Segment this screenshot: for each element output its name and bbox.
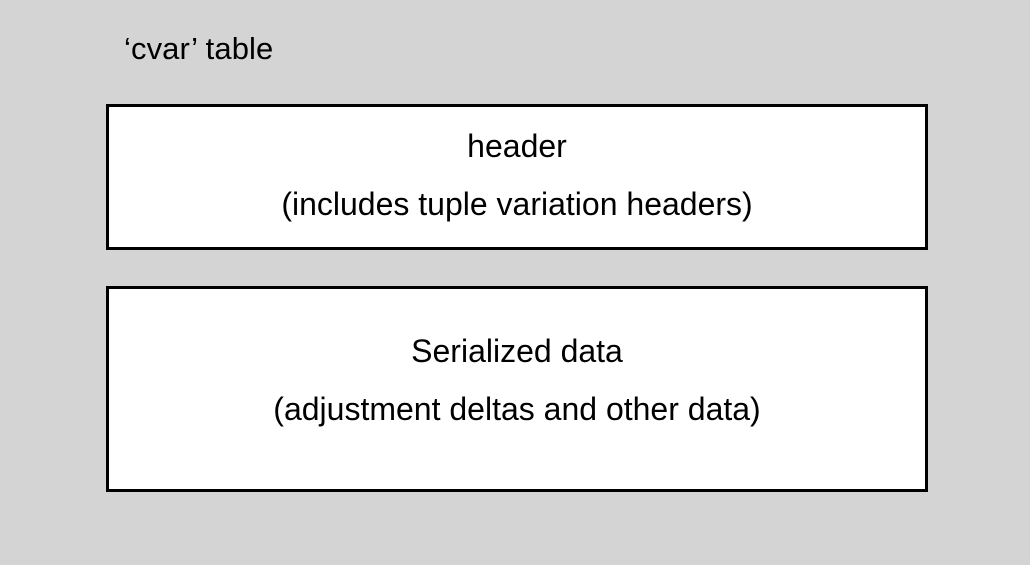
- data-block-line-1: Serialized data: [411, 333, 623, 369]
- data-block: Serialized data (adjustment deltas and o…: [106, 286, 928, 492]
- header-block-line-2: (includes tuple variation headers): [281, 186, 753, 222]
- header-block-line-1: header: [467, 128, 567, 164]
- data-block-line-2: (adjustment deltas and other data): [273, 391, 761, 427]
- header-block: header (includes tuple variation headers…: [106, 104, 928, 250]
- page-title: ‘cvar’ table: [124, 31, 274, 66]
